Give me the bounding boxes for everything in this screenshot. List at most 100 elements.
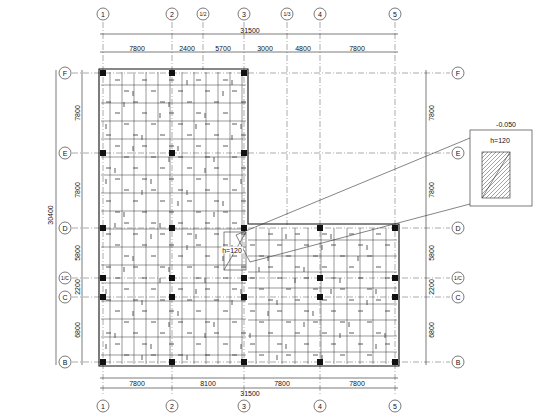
beam-line [322, 267, 327, 268]
beam-line [178, 157, 183, 158]
beam-line [304, 322, 305, 327]
beam-line [232, 355, 237, 356]
column-symbol [100, 294, 106, 300]
beam-line [196, 124, 197, 129]
beam-line [178, 201, 179, 206]
beam-line [232, 322, 237, 323]
beam-line [322, 245, 323, 250]
axis-label: 1 [101, 403, 105, 410]
beam-line [124, 289, 129, 290]
beam-line [178, 355, 183, 356]
beam-line [268, 234, 273, 235]
beam-line [115, 344, 120, 345]
beam-line [295, 278, 296, 283]
beam-line [182, 72, 183, 364]
beam-line [223, 344, 228, 345]
beam-line [160, 278, 161, 283]
beam-line [268, 300, 273, 301]
stair-leaders [224, 130, 532, 270]
beam-line [277, 245, 282, 246]
axis-label: E [456, 150, 461, 157]
beam-line [248, 288, 397, 289]
beam-line [248, 336, 397, 337]
beam-line [376, 300, 381, 301]
column-symbol [241, 275, 247, 281]
beam-line [367, 300, 368, 305]
dimension-text: 6800 [74, 322, 81, 338]
beam-line [385, 333, 386, 338]
beam-line [124, 190, 129, 191]
beam-line [223, 201, 224, 206]
dimension-text: 7800 [129, 380, 145, 387]
beam-line [331, 278, 336, 279]
beam-line [106, 333, 111, 334]
beam-line [232, 124, 237, 125]
beam-line [133, 333, 138, 334]
beam-line [205, 278, 206, 283]
axis-label: F [63, 70, 67, 77]
dimension-text: 7800 [129, 45, 145, 52]
beam-line [256, 228, 257, 364]
beam-line [385, 278, 390, 279]
building-outline [99, 69, 399, 366]
beam-line [133, 300, 138, 301]
beam-line [101, 283, 246, 284]
beam-line [106, 201, 111, 202]
beam-line [142, 212, 147, 213]
beam-line [115, 179, 120, 180]
beam-line [133, 234, 138, 235]
beam-line [205, 190, 210, 191]
beam-line [187, 168, 192, 169]
beam-line [376, 333, 381, 334]
beam-line [178, 146, 179, 151]
beam-line [214, 102, 219, 103]
dimension-text: 7800 [274, 380, 290, 387]
beam-line [259, 322, 264, 323]
beam-line [142, 300, 143, 305]
beam-line [385, 344, 390, 345]
beam-line [331, 245, 336, 246]
beam-line [169, 113, 174, 114]
beam-line [286, 355, 291, 356]
beam-line [230, 72, 231, 364]
beam-line [151, 355, 156, 356]
beam-line [223, 80, 228, 81]
beam-line [205, 256, 210, 257]
beam-line [115, 212, 120, 213]
beam-line [142, 278, 147, 279]
beam-line [277, 355, 278, 360]
beam-line [349, 267, 354, 268]
beam-line [322, 333, 327, 334]
dimension-text: 31500 [240, 27, 259, 34]
beam-line [151, 190, 156, 191]
beam-line [106, 135, 111, 136]
beam-line [160, 234, 165, 235]
column-symbol [100, 150, 106, 156]
beam-line [187, 80, 188, 85]
beam-line [250, 245, 255, 246]
beam-line [349, 234, 354, 235]
dimension-text: 8100 [200, 380, 216, 387]
annotation: h=120 [221, 247, 243, 254]
beam-line [367, 355, 372, 356]
beam-line [178, 124, 183, 125]
beam-line [250, 344, 255, 345]
beam-line [146, 72, 147, 364]
beam-line [205, 223, 210, 224]
beam-line [232, 80, 233, 85]
beam-line [232, 223, 237, 224]
column-symbol [100, 70, 106, 76]
beam-line [160, 201, 165, 202]
axis-label: 2 [170, 403, 174, 410]
beam-line [376, 344, 377, 349]
beam-line [223, 146, 228, 147]
beam-line [160, 135, 165, 136]
axis-label: 1/3 [284, 12, 291, 17]
beam-line [133, 168, 138, 169]
dimension-text: 31500 [240, 390, 259, 397]
beam-line [259, 289, 264, 290]
axis-label: 3 [242, 11, 246, 18]
column-symbol [392, 225, 398, 231]
beam-line [151, 256, 156, 257]
column-symbol [241, 294, 247, 300]
